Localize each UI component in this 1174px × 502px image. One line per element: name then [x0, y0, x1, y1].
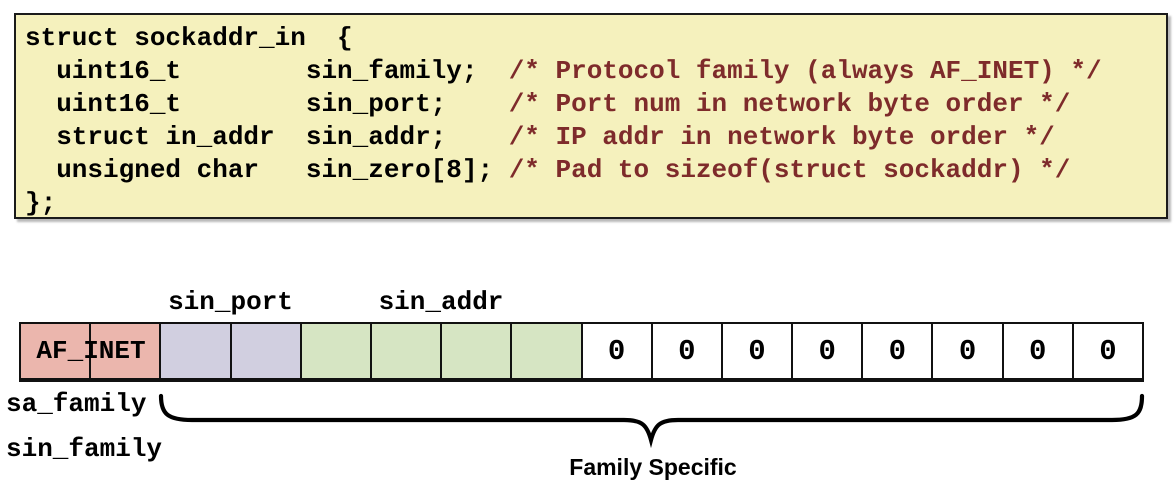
- byte-cell-sin-zero: 0: [720, 324, 792, 378]
- byte-cell-sin-addr: [299, 324, 370, 378]
- code-line: unsigned char sin_zero[8]; /* Pad to siz…: [25, 154, 1166, 187]
- code-line: uint16_t sin_port; /* Port num in networ…: [25, 88, 1166, 121]
- code-line: };: [25, 187, 1166, 220]
- code-comment: /* Protocol family (always AF_INET) */: [508, 56, 1102, 86]
- code-text: struct sockaddr_in {: [25, 23, 353, 53]
- byte-cell-sin-addr: [510, 324, 581, 378]
- byte-cell-sa-family: [89, 324, 160, 378]
- family-specific-label: Family Specific: [569, 454, 737, 480]
- byte-cell-sin-zero: 0: [580, 324, 651, 378]
- sin-family-label: sin_family: [6, 434, 163, 464]
- byte-cell-sin-zero: 0: [1071, 324, 1142, 378]
- code-comment: /* IP addr in network byte order */: [508, 122, 1055, 152]
- byte-cell-sin-addr: [369, 324, 441, 378]
- code-line: struct in_addr sin_addr; /* IP addr in n…: [25, 121, 1166, 154]
- code-text: };: [25, 188, 57, 218]
- byte-cell-sin-port: [159, 324, 230, 378]
- code-line: uint16_t sin_family; /* Protocol family …: [25, 55, 1166, 88]
- byte-cell-sa-family: [21, 324, 90, 378]
- struct-definition: struct sockaddr_in { uint16_t sin_family…: [16, 15, 1166, 220]
- sin-addr-field-label: sin_addr: [378, 287, 504, 317]
- code-comment: /* Port num in network byte order */: [508, 89, 1071, 119]
- byte-cell-sin-zero: 0: [931, 324, 1002, 378]
- code-text: uint16_t sin_port;: [25, 89, 509, 119]
- code-text: struct in_addr sin_addr;: [25, 122, 509, 152]
- sockaddr-in-code-box: struct sockaddr_in { uint16_t sin_family…: [14, 13, 1168, 219]
- byte-cell-sin-port: [229, 324, 300, 378]
- code-line: struct sockaddr_in {: [25, 22, 1166, 55]
- code-comment: /* Pad to sizeof(struct sockaddr) */: [508, 155, 1071, 185]
- byte-cell-sin-zero: 0: [1001, 324, 1072, 378]
- code-text: unsigned char sin_zero[8];: [25, 155, 509, 185]
- byte-cell-sin-addr: [440, 324, 511, 378]
- sa-family-label: sa_family: [6, 389, 147, 419]
- code-text: uint16_t sin_family;: [25, 56, 509, 86]
- sin-port-field-label: sin_port: [168, 287, 293, 317]
- byte-cell-sin-zero: 0: [791, 324, 862, 378]
- byte-cell-sin-zero: 0: [861, 324, 932, 378]
- byte-cell-sin-zero: 0: [650, 324, 721, 378]
